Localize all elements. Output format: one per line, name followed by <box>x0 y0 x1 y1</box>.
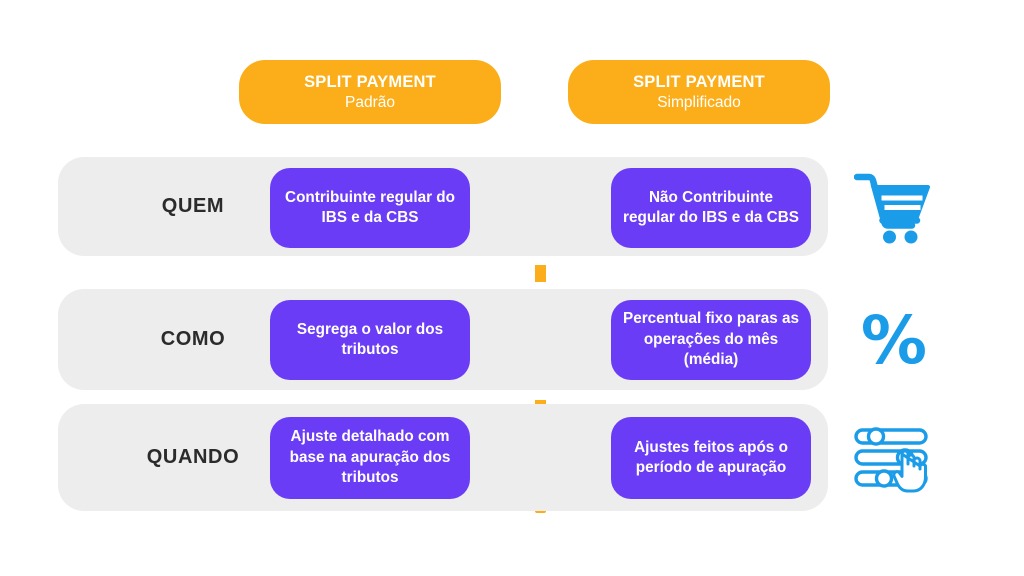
percent-glyph: % <box>860 302 928 379</box>
percent-icon: % <box>846 300 942 382</box>
column-header-simplified: SPLIT PAYMENT Simplificado <box>568 60 830 124</box>
table-row: QUANDO Ajuste detalhado com base na apur… <box>58 404 828 511</box>
row-label-quando: QUANDO <box>146 446 240 468</box>
cell-quando-standard: Ajuste detalhado com base na apuração do… <box>270 417 470 499</box>
cell-quando-simplified: Ajustes feitos após o período de apuraçã… <box>611 417 811 499</box>
column-header-simplified-subtitle: Simplificado <box>657 93 741 111</box>
cell-quem-simplified: Não Contribuinte regular do IBS e da CBS <box>611 168 811 248</box>
cell-quem-standard: Contribuinte regular do IBS e da CBS <box>270 168 470 248</box>
row-label-quem: QUEM <box>161 195 225 217</box>
column-header-standard-title: SPLIT PAYMENT <box>304 72 436 91</box>
table-row: COMO Segrega o valor dos tributos Percen… <box>58 289 828 390</box>
column-header-simplified-title: SPLIT PAYMENT <box>633 72 765 91</box>
cell-como-simplified: Percentual fixo paras as operações do mê… <box>611 300 811 380</box>
cell-como-standard: Segrega o valor dos tributos <box>270 300 470 380</box>
row-label-como: COMO <box>160 328 226 350</box>
column-header-standard: SPLIT PAYMENT Padrão <box>239 60 501 124</box>
shopping-cart-icon <box>846 168 942 250</box>
sliders-hand-icon <box>846 418 942 502</box>
table-row: QUEM Contribuinte regular do IBS e da CB… <box>58 157 828 256</box>
column-header-standard-subtitle: Padrão <box>345 93 395 111</box>
